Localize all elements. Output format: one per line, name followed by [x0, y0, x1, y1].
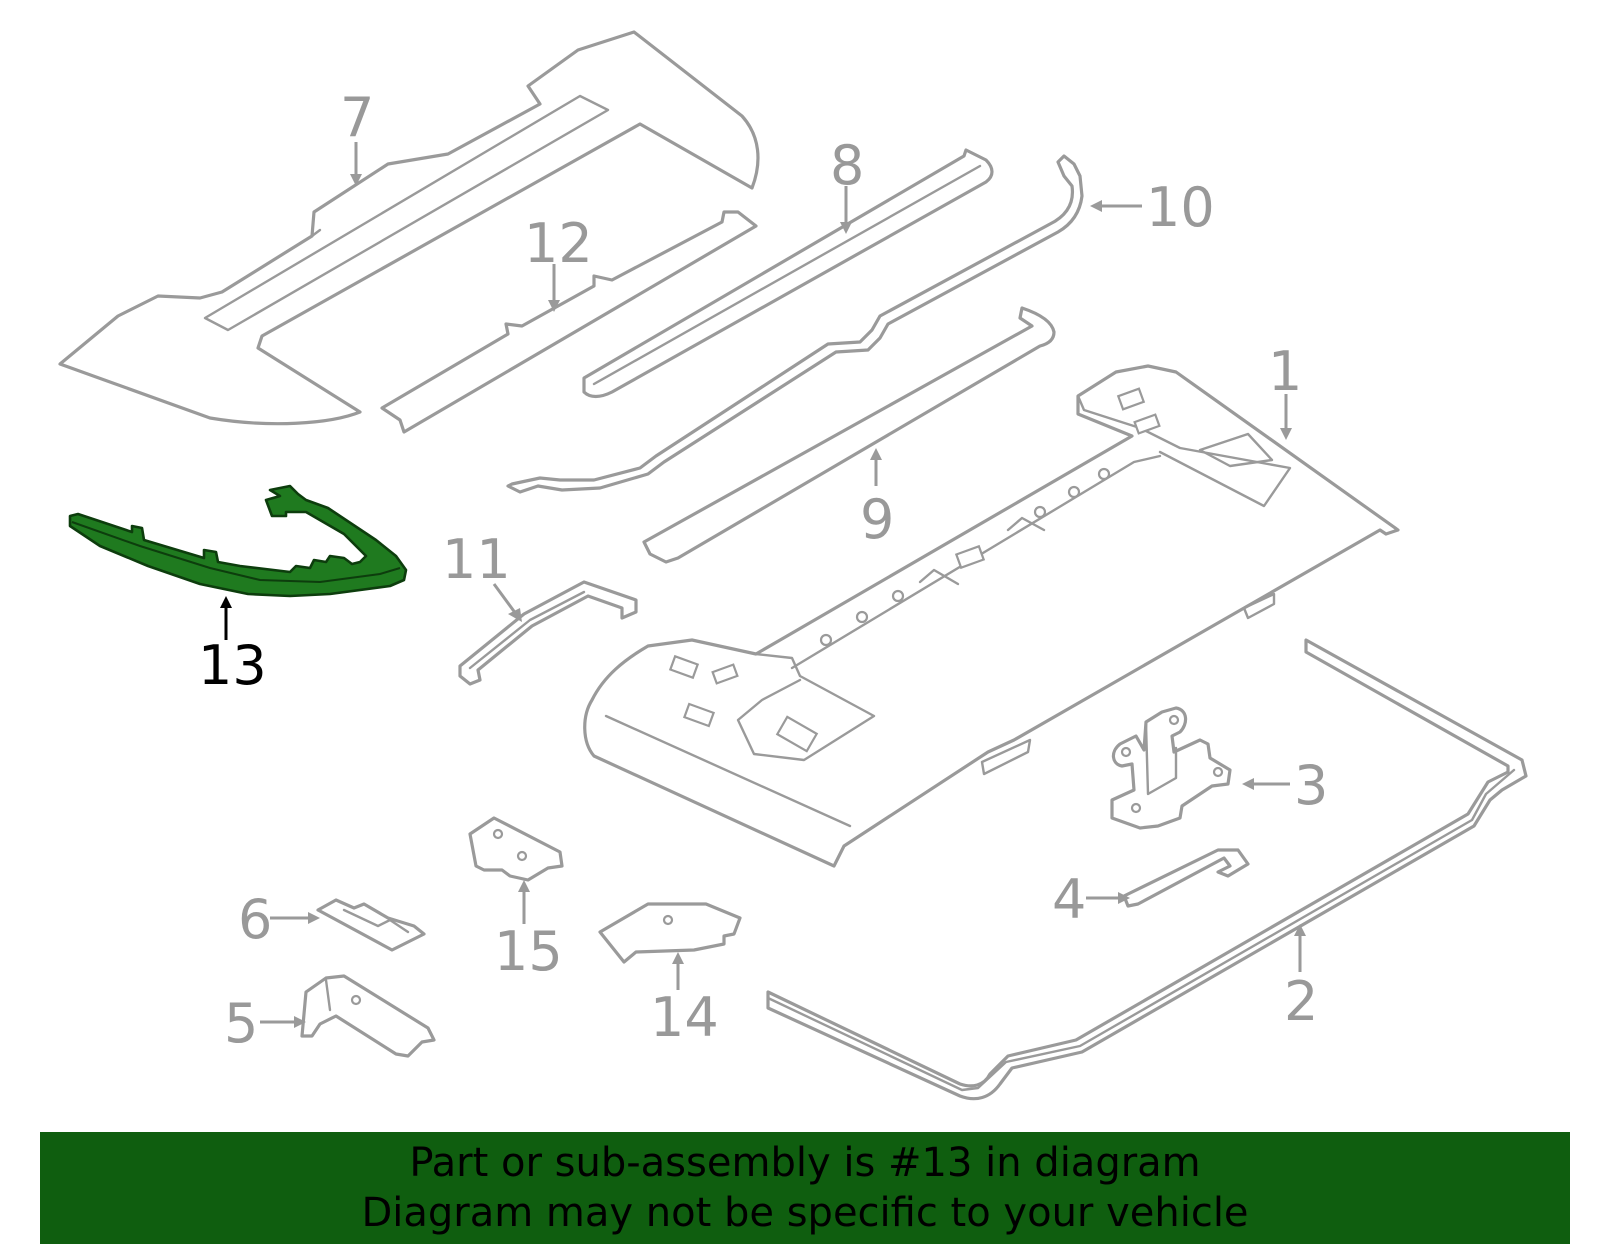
part-1-roof-frame[interactable] — [583, 364, 1400, 868]
part-2-frame[interactable] — [766, 638, 1528, 1101]
part-3-bracket[interactable] — [1110, 706, 1232, 830]
part-5-bracket[interactable] — [300, 974, 436, 1058]
callout-3: 3 — [1294, 754, 1328, 817]
callout-11: 11 — [442, 528, 511, 591]
callout-5: 5 — [224, 992, 258, 1055]
callout-2: 2 — [1284, 970, 1318, 1033]
parts-diagram: 7 12 8 10 9 1 11 3 4 2 15 6 5 14 13 — [58, 30, 1528, 1101]
callout-9: 9 — [860, 488, 894, 551]
part-14-plate[interactable] — [598, 902, 742, 964]
callout-10: 10 — [1146, 176, 1215, 239]
leader-lines — [220, 142, 1306, 1028]
info-banner: Part or sub-assembly is #13 in diagram D… — [40, 1132, 1570, 1244]
part-8-seal[interactable] — [582, 148, 994, 399]
callout-4: 4 — [1052, 868, 1086, 931]
callout-6: 6 — [238, 888, 272, 951]
callout-15: 15 — [494, 920, 563, 983]
callout-7: 7 — [340, 86, 374, 149]
part-15-bracket[interactable] — [468, 816, 564, 882]
callout-12: 12 — [524, 212, 593, 275]
banner-line-disclaimer: Diagram may not be specific to your vehi… — [361, 1190, 1249, 1236]
part-7-panel[interactable] — [58, 30, 760, 426]
part-6-plate[interactable] — [316, 898, 426, 952]
callout-1: 1 — [1268, 340, 1302, 403]
banner-line-part-number: Part or sub-assembly is #13 in diagram — [409, 1140, 1201, 1186]
callout-8: 8 — [830, 134, 864, 197]
part-4-clip[interactable] — [1122, 848, 1250, 908]
callout-13-highlighted: 13 — [198, 634, 267, 697]
part-11-bracket[interactable] — [458, 580, 638, 686]
part-13-trim-highlighted[interactable] — [68, 484, 408, 598]
part-9-seal[interactable] — [642, 306, 1056, 564]
part-12-strip[interactable] — [380, 210, 758, 434]
part-10-drain-tube[interactable] — [506, 154, 1084, 494]
callout-14: 14 — [650, 986, 719, 1049]
